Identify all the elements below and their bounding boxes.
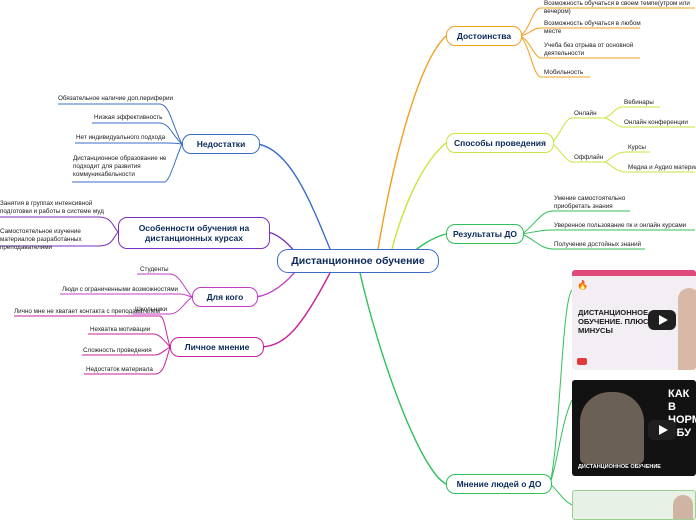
feature-item[interactable]: Занятия в группах интенсивной подготовки… <box>0 200 104 215</box>
method-offline-item[interactable]: Медиа и Аудио материалы <box>628 164 696 171</box>
presenter-silhouette <box>678 288 696 370</box>
personal-item[interactable]: Нехватка мотивации <box>90 326 151 333</box>
video-thumbnail-2[interactable]: КАК В НОРМ ОБУ ДИСТАНЦИОННОЕ ОБУЧЕНИЕ <box>572 380 696 476</box>
branch-methods[interactable]: Способы проведения <box>446 133 554 153</box>
connector-people-opinion <box>359 272 447 485</box>
disadvantage-item[interactable]: Дистанционное образование не подходит дл… <box>73 155 167 178</box>
feature-item[interactable]: Самостоятельное изучение материалов разр… <box>0 228 82 251</box>
play-button-icon[interactable] <box>648 420 676 440</box>
method-online-label[interactable]: Онлайн <box>574 110 597 117</box>
branch-people-opinion[interactable]: Мнение людей о ДО <box>446 474 552 494</box>
advantage-item[interactable]: Мобильность <box>544 69 584 76</box>
method-offline-label[interactable]: Оффлайн <box>574 154 604 161</box>
connector-personal <box>261 272 331 348</box>
presenter-silhouette <box>673 495 693 519</box>
central-topic[interactable]: Дистанционное обучение <box>277 249 439 273</box>
result-item[interactable]: Получение достойных знаний <box>554 241 642 248</box>
advantage-item[interactable]: Учеба без отрыва от основной деятельност… <box>544 42 634 57</box>
branch-personal[interactable]: Личное мнение <box>170 337 264 357</box>
result-item[interactable]: Уверенное пользование пк и онлайн курсам… <box>554 222 687 229</box>
fire-icon: 🔥 <box>577 280 589 290</box>
personal-item[interactable]: Сложность проведения <box>83 347 152 354</box>
video-title-1: ДИСТАНЦИОННОЕ ОБУЧЕНИЕ. ПЛЮСЫ И МИНУСЫ <box>578 308 664 335</box>
audience-item[interactable]: Люди с ограниченными возможностями <box>62 286 179 293</box>
disadvantage-item[interactable]: Нет индивидуального подхода <box>76 134 166 141</box>
branch-audience[interactable]: Для кого <box>192 287 258 307</box>
advantage-item[interactable]: Возможность обучаться в любом месте <box>544 20 641 35</box>
method-offline-item[interactable]: Курсы <box>628 144 646 151</box>
video-thumbnail-1[interactable]: 🔥 ДИСТАНЦИОННОЕ ОБУЧЕНИЕ. ПЛЮСЫ И МИНУСЫ <box>572 270 696 370</box>
presenter-photo <box>580 392 644 464</box>
branch-results[interactable]: Результаты ДО <box>446 224 524 244</box>
connector-methods <box>391 142 447 250</box>
branch-disadvantages[interactable]: Недостатки <box>182 134 260 154</box>
disadvantage-item[interactable]: Низкая эффективность <box>94 114 163 121</box>
advantage-item[interactable]: Возможность обучаться в своем темпе(утро… <box>544 0 690 15</box>
video-caption-2: ДИСТАНЦИОННОЕ ОБУЧЕНИЕ <box>578 464 661 470</box>
play-button-icon[interactable] <box>648 310 676 330</box>
thumb-accent-bar <box>572 270 696 276</box>
disadvantage-item[interactable]: Обязательное наличие доп.периферии <box>58 95 174 102</box>
branch-features[interactable]: Особенности обучения на дистанционных ку… <box>118 217 270 249</box>
audience-item[interactable]: Студенты <box>140 266 169 273</box>
result-item[interactable]: Умение самостоятельно приобретать знания <box>554 195 626 210</box>
method-online-item[interactable]: Онлайн конференции <box>624 119 688 126</box>
audience-item[interactable]: Школьники <box>135 306 168 313</box>
personal-item[interactable]: Недостаток материала <box>86 366 153 373</box>
channel-logo-icon <box>577 358 587 365</box>
personal-item[interactable]: Лично мне не хватает контакта с преподав… <box>14 308 160 315</box>
connector-disadvantages <box>257 143 331 250</box>
method-online-item[interactable]: Вебинары <box>624 99 654 106</box>
branch-advantages[interactable]: Достоинства <box>446 26 522 46</box>
video-thumbnail-3[interactable] <box>572 490 696 520</box>
connector-advantages <box>377 35 447 250</box>
